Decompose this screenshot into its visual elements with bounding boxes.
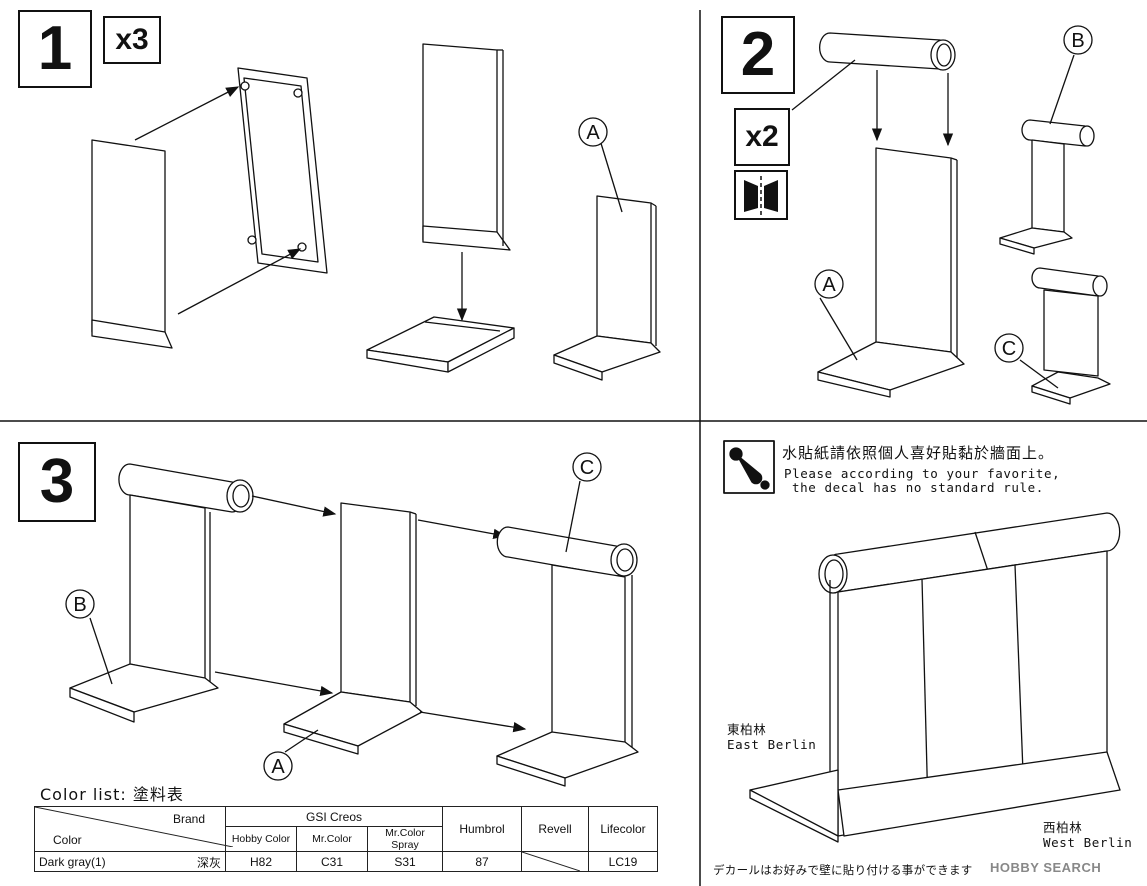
hobby-search-watermark: HOBBY SEARCH [990,860,1102,875]
label-a-step1: A [586,122,600,144]
west-berlin-en: West Berlin [1043,835,1133,850]
east-berlin-en: East Berlin [727,737,817,752]
lifecolor-value: LC19 [588,851,658,872]
label-b-step3: B [73,594,86,616]
step3-piece-b [69,463,254,723]
revell-value [521,851,589,872]
step-1-number: 1 [18,10,92,88]
step-2-number: 2 [721,16,795,94]
decal-note-english-1: Please according to your favorite, [784,466,1061,481]
lifecolor-header: Lifecolor [588,806,658,852]
mr-color-value: C31 [296,851,368,872]
gsi-header: GSI Creos [225,806,443,827]
decal-note-icon [723,440,775,494]
west-berlin-cn: 西柏林 [1043,820,1083,835]
step1-mold-piece [237,67,328,274]
step-1-multiplier: x3 [103,16,161,64]
hobby-value: H82 [225,851,297,872]
step3-piece-a [283,502,423,755]
color-name: Dark gray(1) [39,854,106,869]
decal-note-japanese: デカールはお好みで壁に貼り付ける事ができます [713,863,973,877]
step3-piece-c [496,526,639,787]
step1-panel-piece [91,139,173,349]
label-c-step3: C [580,457,594,479]
color-header: Color [53,833,82,847]
step1-base [366,316,515,373]
completed-wall [749,512,1121,843]
mr-color-header: Mr.Color [296,826,368,852]
humbrol-header: Humbrol [442,806,522,852]
label-c-step2: C [1002,338,1016,360]
label-a-step2: A [822,274,836,296]
table-row: Dark gray(1) 深灰 H82 C31 S31 87 LC19 [34,851,658,872]
label-a-step3: A [271,756,285,778]
decal-note-english-2: the decal has no standard rule. [792,480,1044,495]
symmetric-pair-icon [734,170,788,220]
step-2-multiplier: x2 [734,108,790,166]
label-b-step2: B [1071,30,1084,52]
hobby-color-header: Hobby Color [225,826,297,852]
step2-option-c [1031,267,1111,405]
color-list-title: Color list: 塗料表 [40,785,184,804]
color-name-cn: 深灰 [196,856,221,870]
mr-color-spray-header: Mr.Color Spray [367,826,443,852]
brand-header: Brand [172,812,205,826]
step1-wall-upright [422,43,511,251]
color-table: Brand Color GSI Creos Humbrol Revell Lif… [34,806,658,872]
step2-assembled-a [817,147,965,398]
brand-color-header-cell: Brand Color [34,806,233,852]
step2-cylinder [819,32,956,71]
decal-note-chinese: 水貼紙請依照個人喜好貼黏於牆面上。 [782,444,1055,462]
spray-value: S31 [367,851,443,872]
humbrol-value: 87 [442,851,522,872]
revell-header: Revell [521,806,589,852]
step2-option-b [999,119,1095,255]
step-3-number: 3 [18,442,96,522]
step1-assembled-a [553,195,661,381]
east-berlin-cn: 東柏林 [727,722,767,737]
